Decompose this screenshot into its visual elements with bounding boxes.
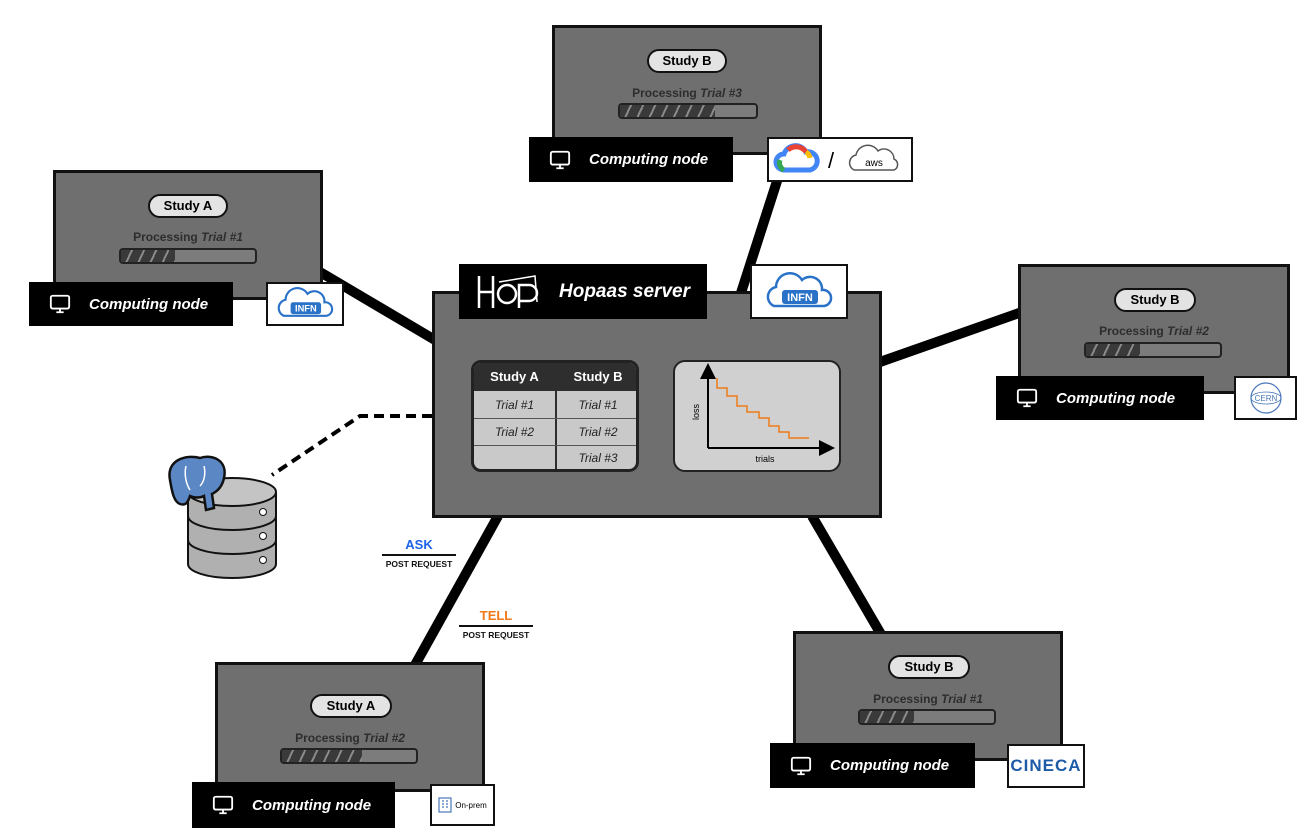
- progress-bar: [119, 248, 257, 264]
- ask-request: ASK POST REQUEST: [382, 537, 456, 569]
- link-top: [735, 176, 783, 298]
- monitor-icon: [790, 756, 812, 775]
- study-badge: Study B: [647, 49, 727, 73]
- table-header-cell: Study A: [490, 369, 539, 384]
- link-bottom-right: [807, 513, 887, 639]
- link-bottom-left: [410, 513, 503, 668]
- table-cell: Trial #1: [578, 398, 618, 412]
- building-icon: [438, 797, 452, 813]
- table-cell: Trial #1: [494, 398, 535, 412]
- study-badge: Study A: [148, 194, 228, 218]
- table-divider: [555, 363, 557, 469]
- progress-bar: [618, 103, 758, 119]
- infn-cloud-icon: INFN: [277, 287, 334, 317]
- table-row-line: [474, 445, 636, 446]
- server-title-bar: Hopaas server: [459, 264, 707, 319]
- provider-cineca: CINECA: [1007, 744, 1085, 788]
- server-title: Hopaas server: [559, 280, 690, 302]
- plot-xlabel: trials: [755, 454, 775, 464]
- progress-fill: [121, 250, 175, 262]
- processing-text: Processing Trial #2: [295, 731, 405, 745]
- processing-text: Processing Trial #1: [133, 230, 243, 244]
- study-badge: Study A: [310, 694, 392, 718]
- postgresql-elephant-icon: [168, 455, 226, 512]
- progress-bar: [858, 709, 996, 725]
- study-badge: Study B: [888, 655, 970, 679]
- provider-on-prem: On-prem: [430, 784, 495, 826]
- node-label: Computing node: [29, 282, 233, 326]
- provider-cern: CERN: [1234, 376, 1297, 420]
- infn-cloud-icon: INFN: [766, 271, 833, 307]
- table-cell: Trial #3: [578, 451, 618, 465]
- node-label: Computing node: [996, 376, 1204, 420]
- monitor-icon: [549, 150, 571, 169]
- progress-fill: [620, 105, 716, 117]
- ask-type: POST REQUEST: [385, 559, 453, 569]
- hopaas-logo-icon: [477, 274, 539, 308]
- monitor-icon: [49, 294, 71, 314]
- cineca-text: CINECA: [1010, 756, 1082, 775]
- tell-type: POST REQUEST: [462, 630, 530, 640]
- ask-label: ASK: [405, 537, 433, 552]
- server-provider-infn: INFN: [750, 264, 848, 319]
- processing-text: Processing Trial #3: [632, 86, 742, 100]
- progress-fill: [282, 750, 363, 762]
- node-label: Computing node: [770, 743, 975, 788]
- on-prem-text: On-prem: [455, 800, 487, 810]
- tell-label: TELL: [479, 608, 513, 623]
- processing-text: Processing Trial #2: [1099, 324, 1209, 338]
- progress-bar: [1084, 342, 1222, 358]
- node-label: Computing node: [529, 137, 733, 182]
- svg-text:CERN: CERN: [1254, 394, 1277, 403]
- cern-logo-icon: CERN: [1249, 382, 1282, 414]
- loss-curve: [716, 378, 809, 439]
- link-right: [878, 307, 1024, 367]
- table-row-line: [474, 418, 636, 419]
- study-badge: Study B: [1114, 288, 1196, 312]
- studies-table: Study A Study B Trial #1 Trial #1 Trial …: [471, 360, 639, 472]
- loss-plot-svg: loss trials: [691, 363, 835, 464]
- table-header-cell: Study B: [573, 369, 623, 384]
- provider-infn: INFN: [266, 282, 344, 326]
- link-database: [270, 414, 432, 477]
- loss-plot: loss trials: [673, 360, 841, 472]
- postgresql-database-icon: [168, 455, 277, 579]
- node-label: Computing node: [192, 782, 395, 828]
- aws-text: aws: [865, 158, 883, 169]
- table-cell: Trial #2: [494, 425, 535, 439]
- plot-ylabel: loss: [691, 404, 701, 421]
- infn-text: INFN: [787, 292, 813, 304]
- monitor-icon: [212, 795, 234, 815]
- progress-bar: [280, 748, 418, 764]
- processing-text: Processing Trial #1: [873, 692, 983, 706]
- tell-request: TELL POST REQUEST: [459, 608, 533, 640]
- google-cloud-aws-icon: / aws: [773, 142, 899, 173]
- monitor-icon: [1016, 388, 1038, 408]
- progress-fill: [860, 711, 914, 723]
- svg-text:INFN: INFN: [295, 304, 317, 314]
- provider-cloud: / aws: [767, 137, 913, 182]
- progress-fill: [1086, 344, 1140, 356]
- svg-text:/: /: [828, 148, 835, 173]
- table-cell: Trial #2: [578, 425, 618, 439]
